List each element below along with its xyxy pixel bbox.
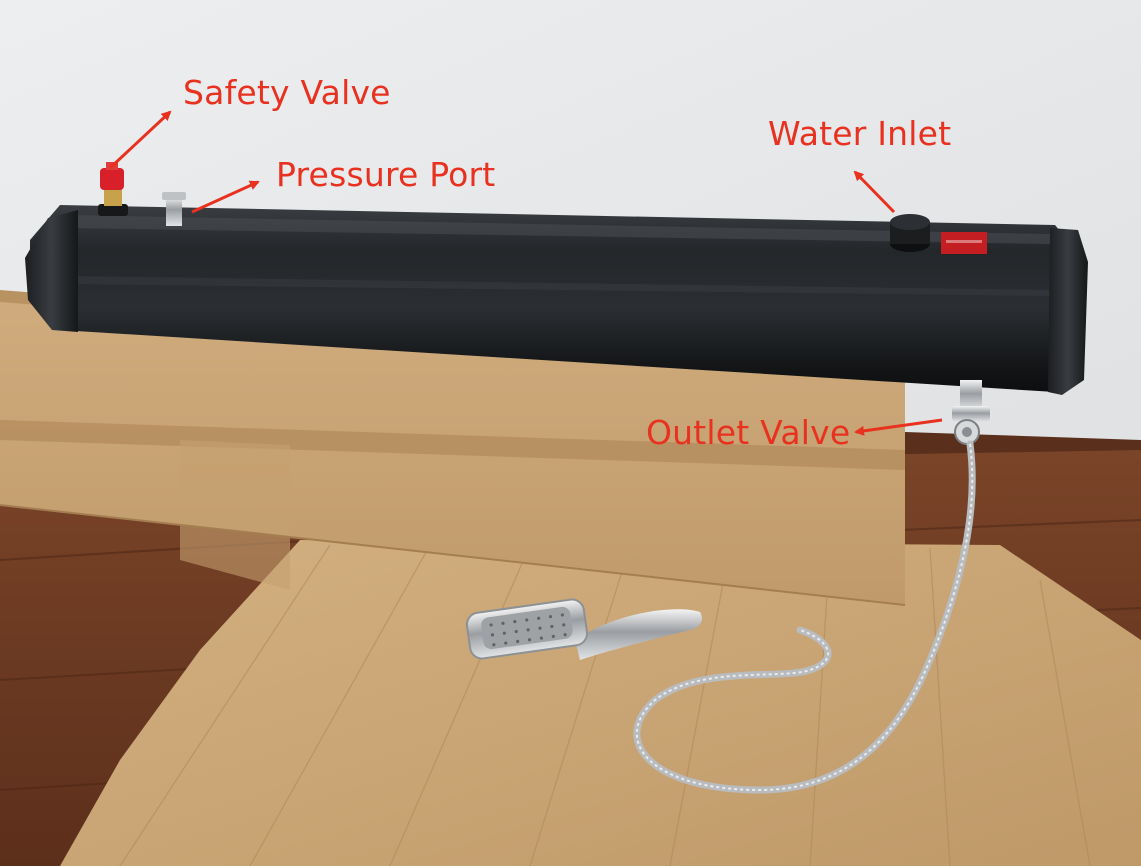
left-end-cap [25,210,78,332]
box-seam [180,440,290,590]
water-inlet-label: Water Inlet [768,114,952,153]
water-inlet-cap [890,214,930,252]
pressure-port-label: Pressure Port [276,155,496,194]
shower-hose-coil [635,443,974,792]
annotation-arrows [108,110,943,436]
arrow-icon [191,180,260,214]
tank-highlight-lower [70,276,1050,296]
pressure-port [162,192,186,226]
hand-shower [465,598,702,660]
safety-valve-label: Safety Valve [183,73,391,112]
arrow-icon [108,110,172,170]
outlet-valve-label: Outlet Valve [646,413,851,452]
water-tank [30,205,1080,392]
box-edge [0,504,906,606]
tank-highlight [70,215,1050,244]
right-end-cap [1048,228,1088,395]
cardboard-corrugation [119,544,1091,866]
arrow-icon [853,170,896,214]
label-text-line [946,240,982,243]
outlet-valve [952,380,990,445]
arrow-icon [854,418,943,436]
cardboard-sheet [60,540,1141,866]
packing-tape [0,420,905,470]
